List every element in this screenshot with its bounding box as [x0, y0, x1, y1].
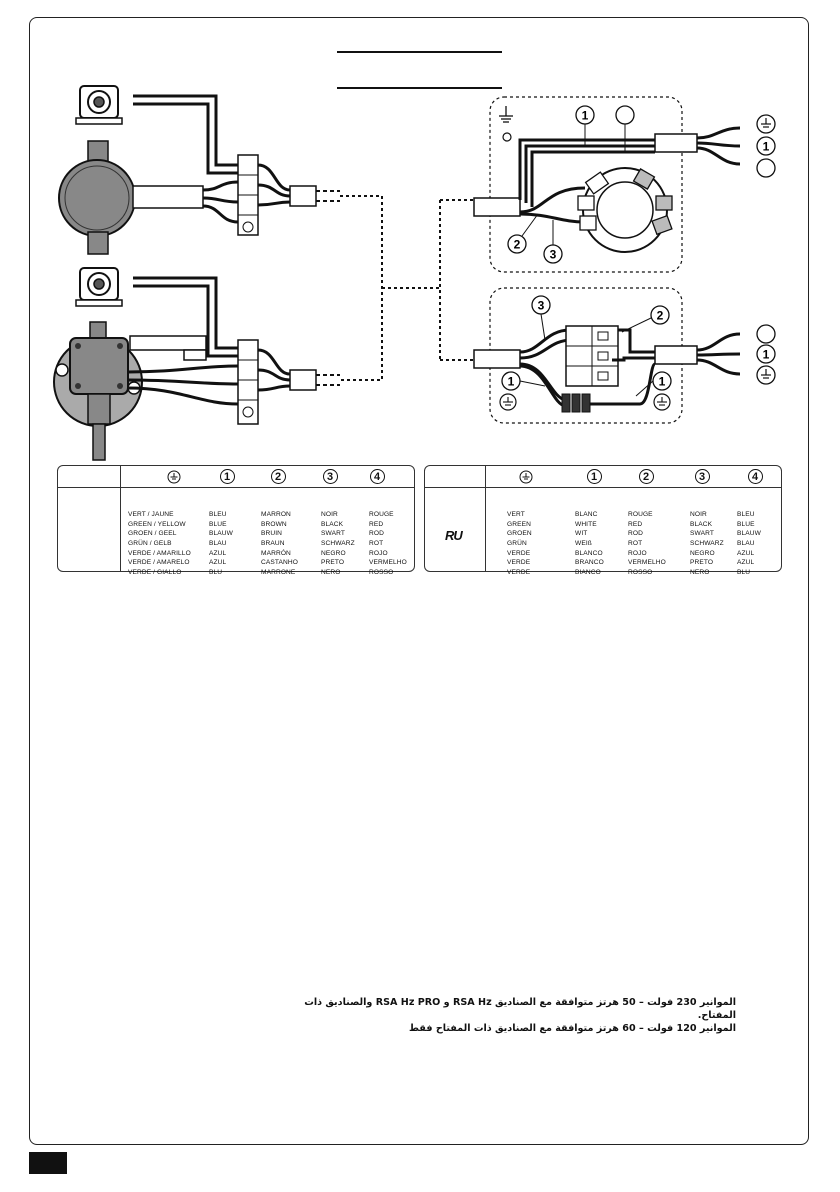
callout-1-bottom-left: 1 — [501, 371, 546, 391]
callout-label: 1 — [659, 375, 666, 389]
callout-3-bottom: 3 — [531, 295, 551, 341]
connector-icon — [561, 393, 591, 413]
earth-ground-icon — [756, 114, 776, 134]
earth-ground-icon — [499, 393, 517, 411]
right-labels-bottom: 1 — [756, 324, 776, 385]
terminal-block-icon — [237, 339, 259, 425]
callout-label: 1 — [508, 375, 515, 389]
legend-header-4: 4 — [747, 469, 763, 484]
control-box-top: 1 2 3 — [473, 96, 741, 273]
callout-2-bottom: 2 — [621, 305, 670, 333]
legend-header-1: 1 — [586, 469, 602, 484]
callout-2: 2 — [507, 213, 539, 254]
right-labels-top: 1 — [756, 114, 776, 178]
limit-switch-icon — [75, 85, 123, 125]
earth-ground-icon — [166, 468, 182, 485]
wiring-diagram: 1 2 3 1 — [53, 51, 776, 461]
callout-3: 3 — [543, 220, 563, 264]
legend-header-2: 2 — [270, 469, 286, 484]
earth-ground-icon — [518, 468, 534, 485]
compatibility-note: الموانير 230 فولت – 50 هرتز متوافقة مع ا… — [276, 996, 736, 1035]
callout-empty — [615, 105, 635, 152]
legend-header-4: 4 — [369, 469, 385, 484]
earth-ground-icon — [756, 365, 776, 385]
motor-icon — [53, 321, 143, 461]
motor-bottom-group — [53, 267, 340, 461]
callout-label: 2 — [514, 238, 521, 252]
motor-icon — [58, 140, 204, 255]
control-box-bottom: 3 2 1 1 — [473, 287, 741, 424]
page-frame — [29, 17, 809, 1145]
limit-switch-icon — [75, 267, 123, 307]
callout-label: 2 — [657, 309, 664, 323]
callout-label: 1 — [582, 109, 589, 123]
motor-top-group — [58, 85, 340, 255]
page-number-tab — [29, 1152, 67, 1174]
compatibility-note-line-1: الموانير 230 فولت – 50 هرتز متوافقة مع ا… — [304, 997, 736, 1021]
connector-icon — [289, 185, 317, 207]
compatibility-note-line-2: الموانير 120 فولت – 60 هرتز متوافقة مع ا… — [409, 1023, 736, 1034]
legend-header-2: 2 — [638, 469, 654, 484]
interconnect-dotted-lines — [340, 195, 474, 381]
callout-1-bottom-right: 1 — [635, 371, 672, 397]
legend-header-1: 1 — [219, 469, 235, 484]
legend-header-3: 3 — [694, 469, 710, 484]
rotary-terminal-icon — [577, 167, 673, 253]
earth-ground-icon — [653, 393, 671, 411]
terminal-block-icon — [237, 154, 259, 236]
callout-label: 3 — [538, 299, 545, 313]
ul-listed-logo: RU — [445, 528, 463, 543]
callout-label: 3 — [550, 248, 557, 262]
callout-label: 1 — [763, 140, 770, 154]
relay-block-icon — [565, 325, 619, 387]
callout-label: 1 — [763, 348, 770, 362]
connector-icon — [289, 369, 317, 391]
legend-header-3: 3 — [322, 469, 338, 484]
earth-ground-icon — [499, 106, 513, 142]
callout-1: 1 — [575, 105, 595, 146]
